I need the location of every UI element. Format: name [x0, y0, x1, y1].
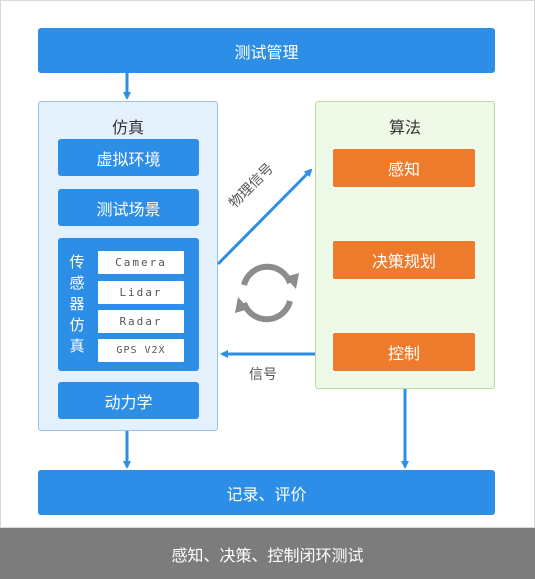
sensor-chip-gps-v2x: GPS V2X: [98, 339, 184, 362]
simulation-title: 仿真: [111, 118, 144, 137]
footer-caption: 感知、决策、控制闭环测试: [0, 528, 535, 579]
control-label: 控制: [387, 344, 420, 363]
refresh-cycle-icon: [235, 263, 299, 323]
test-scenario-box: 测试场景: [58, 189, 199, 226]
record-evaluate-bar: 记录、评价: [38, 470, 495, 515]
test-management-bar: 测试管理: [38, 28, 495, 73]
record-evaluate-label: 记录、评价: [226, 484, 307, 504]
test-scenario-label: 测试场景: [96, 199, 161, 219]
test-management-label: 测试管理: [234, 42, 299, 62]
sensor-simulation-char: 仿: [69, 316, 85, 334]
sensor-chip-lidar: Lidar: [98, 281, 184, 304]
arrow-physical-signal: [216, 168, 313, 266]
decision-planning-box: 决策规划: [333, 241, 475, 279]
control-box: 控制: [333, 333, 475, 371]
sensor-simulation-char: 真: [69, 337, 85, 355]
sensor-simulation-label: 传感器仿真: [66, 252, 88, 357]
connector-arrows: [123, 73, 409, 469]
signal-label: 信号: [249, 367, 277, 383]
algorithm-title: 算法: [388, 118, 421, 137]
sensor-chip-camera: Camera: [98, 251, 184, 274]
virtual-environment-box: 虚拟环境: [58, 139, 199, 176]
perception-label: 感知: [387, 160, 420, 179]
sensor-simulation-char: 传: [69, 253, 85, 271]
sensor-simulation-char: 器: [69, 295, 85, 313]
dynamics-label: 动力学: [104, 392, 153, 412]
perception-box: 感知: [333, 149, 475, 187]
footer-caption-label: 感知、决策、控制闭环测试: [171, 545, 364, 565]
virtual-environment-label: 虚拟环境: [96, 149, 161, 169]
sensor-chip-radar: Radar: [98, 310, 184, 333]
decision-planning-label: 决策规划: [371, 252, 436, 271]
sensor-simulation-char: 感: [69, 274, 85, 292]
dynamics-box: 动力学: [58, 382, 199, 419]
